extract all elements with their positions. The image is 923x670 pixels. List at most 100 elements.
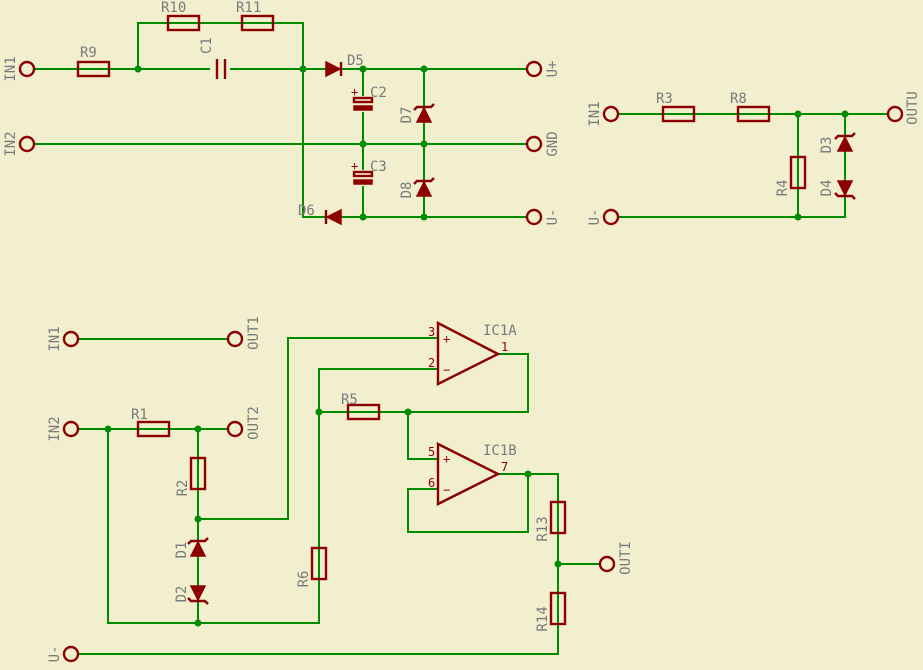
pin-number: 3	[428, 325, 435, 339]
component-label: R14	[535, 606, 551, 631]
port-in1: IN1	[3, 56, 36, 82]
opamp-ic1b: 5 6 7 + − IC1B	[428, 442, 517, 506]
resistor-r11: R11	[236, 0, 275, 32]
component-label: C2	[370, 85, 387, 101]
component-label: R8	[730, 91, 747, 107]
port-label: OUT2	[246, 406, 262, 440]
diode-d5: D5	[325, 53, 364, 78]
junction-dot	[194, 515, 202, 523]
wire-bottom-loop	[107, 428, 320, 624]
component-label: D6	[298, 203, 315, 219]
pin-sign-minus: −	[443, 363, 450, 377]
junction-dot	[554, 560, 562, 568]
junction-dot	[524, 470, 532, 478]
junction-dot	[420, 213, 428, 221]
port-out2: OUT2	[226, 406, 262, 440]
junction-dot	[194, 619, 202, 627]
component-label: R9	[80, 45, 97, 61]
component-label: R2	[175, 480, 191, 497]
port-label: GND	[545, 131, 561, 156]
component-label: R4	[775, 180, 791, 197]
component-label: D3	[819, 137, 835, 154]
component-label: D5	[347, 53, 364, 69]
port-label: U-	[587, 209, 603, 226]
component-label: R10	[161, 0, 186, 16]
pin-number: 5	[428, 445, 435, 459]
component-label: IC1A	[483, 323, 517, 339]
component-label: R13	[535, 516, 551, 541]
resistor-r1: R1	[131, 407, 171, 438]
port-label: OUT1	[246, 316, 262, 350]
junctions	[104, 65, 849, 627]
junction-dot	[134, 65, 142, 73]
polarity-plus: +	[351, 85, 358, 99]
diode-d6: D6	[298, 203, 342, 226]
port-label: IN1	[47, 326, 63, 351]
junction-dot	[841, 110, 849, 118]
component-label: C3	[370, 159, 387, 175]
zener-d2: D2	[174, 585, 209, 605]
component-label: R3	[656, 91, 673, 107]
component-label: D4	[819, 180, 835, 197]
port-out1: OUT1	[226, 316, 262, 350]
junction-dot	[420, 140, 428, 148]
port-in2: IN2	[47, 416, 80, 442]
component-label: R6	[296, 571, 312, 588]
opamp-ic1a: 3 2 1 + − IC1A	[428, 321, 517, 386]
pin-number: 6	[428, 476, 435, 490]
junction-dot	[420, 65, 428, 73]
port-in2: IN2	[3, 131, 36, 157]
component-label: R11	[236, 0, 261, 16]
resistor-r14: R14	[535, 591, 567, 632]
wire-to-ic1a-plus	[197, 337, 439, 520]
junction-dot	[359, 65, 367, 73]
component-label: IC1B	[483, 443, 517, 459]
capacitor-c2: + C2	[351, 85, 387, 112]
pin-number: 1	[501, 340, 508, 354]
port-gnd: GND	[525, 131, 561, 157]
resistor-r5: R5	[341, 392, 381, 421]
port-label: U+	[545, 61, 561, 78]
junction-dot	[359, 213, 367, 221]
component-label: D7	[399, 107, 415, 124]
port-outi: OUTI	[598, 541, 634, 575]
port-label: IN2	[47, 416, 63, 441]
resistor-r3: R3	[656, 91, 696, 123]
zener-d8: D8	[399, 177, 435, 199]
pin-sign-minus: −	[443, 483, 450, 497]
wire-r5-feedback	[318, 353, 529, 413]
component-label: D8	[399, 182, 415, 199]
component-label: R1	[131, 407, 148, 423]
junction-dot	[315, 408, 323, 416]
zener-d3: D3	[819, 132, 856, 154]
port-label: IN1	[587, 101, 603, 126]
component-label: D2	[174, 586, 190, 603]
resistor-r13: R13	[535, 500, 567, 542]
pin-sign-plus: +	[443, 332, 450, 346]
port-label: IN2	[3, 131, 19, 156]
junction-dot	[299, 65, 307, 73]
capacitor-c3: + C3	[351, 159, 387, 186]
zener-d1: D1	[174, 537, 209, 559]
component-label: C1	[199, 37, 215, 54]
port-vminus: U-	[587, 209, 620, 226]
wire-ic1b-follower	[407, 473, 529, 533]
junction-dot	[194, 425, 202, 433]
port-label: U-	[47, 646, 63, 663]
zener-d4: D4	[819, 180, 856, 200]
port-label: U-	[545, 209, 561, 226]
component-label: R5	[341, 392, 358, 408]
port-vminus: U-	[525, 209, 561, 226]
components: R9 R10 R11 C1 D5 D6	[76, 0, 856, 632]
port-label: IN1	[3, 56, 19, 81]
port-label: OUTI	[618, 541, 634, 575]
component-label: D1	[174, 542, 190, 559]
wire-vminus-bus	[302, 68, 528, 218]
resistor-r6: R6	[296, 546, 328, 588]
port-in1: IN1	[587, 101, 620, 127]
pin-number: 7	[501, 460, 508, 474]
port-label: OUTU	[905, 91, 921, 125]
pin-sign-plus: +	[443, 452, 450, 466]
ports: IN1 IN2 U+ GND U- IN1 U-	[3, 56, 921, 662]
